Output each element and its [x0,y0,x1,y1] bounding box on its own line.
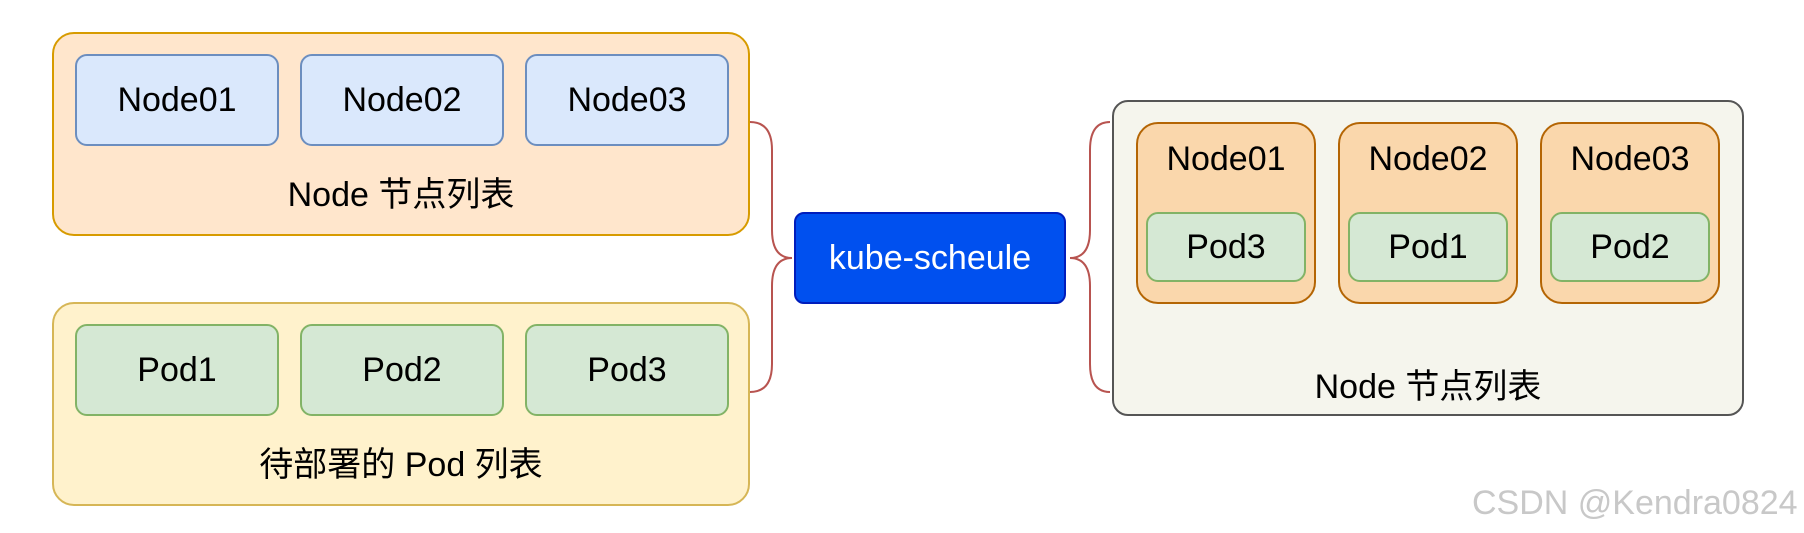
node-item[interactable]: Node02 [300,54,504,146]
scheduler-box[interactable]: kube-scheule [794,212,1066,304]
result-pod-item[interactable]: Pod1 [1348,212,1508,282]
result-node-name: Node03 [1570,140,1690,178]
node-list-label: Node 节点列表 [287,176,515,214]
node-item[interactable]: Node01 [75,54,279,146]
result-node-name: Node01 [1166,140,1286,178]
result-pod-item[interactable]: Pod2 [1550,212,1710,282]
right-brace [1069,121,1111,393]
pod-item[interactable]: Pod1 [75,324,279,416]
pod-item[interactable]: Pod3 [525,324,729,416]
pod-list-label: 待部署的 Pod 列表 [259,446,543,484]
left-brace [749,121,793,393]
watermark: CSDN @Kendra0824 [1472,484,1798,522]
result-pod-item[interactable]: Pod3 [1146,212,1306,282]
result-node-name: Node02 [1368,140,1488,178]
pod-item[interactable]: Pod2 [300,324,504,416]
result-panel-label: Node 节点列表 [1314,368,1542,406]
node-item[interactable]: Node03 [525,54,729,146]
